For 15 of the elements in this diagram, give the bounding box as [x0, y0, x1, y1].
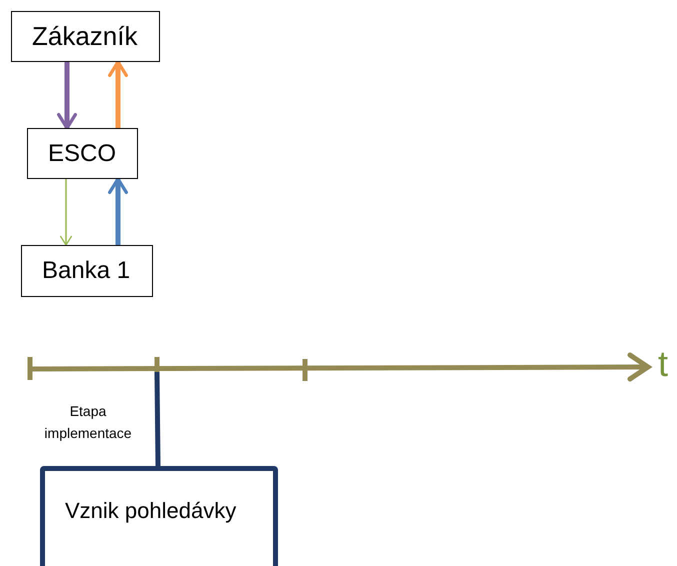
- box-label: Vznik pohledávky: [64, 496, 236, 525]
- arrow: [57, 62, 77, 130]
- arrow: [108, 60, 128, 128]
- box-label: Banka 1: [41, 256, 130, 286]
- arrow: [60, 179, 72, 246]
- leader-line: [154, 372, 160, 466]
- arrow: [108, 177, 128, 245]
- box-label: Zákazník: [31, 20, 138, 53]
- phase-label: Etapa implementace: [43, 402, 133, 443]
- box-label: ESCO: [47, 138, 116, 168]
- text-box: [27, 128, 138, 179]
- text-box: [40, 466, 278, 566]
- axis-label: t: [658, 346, 668, 382]
- text-box: [11, 11, 160, 62]
- text-box: [21, 245, 153, 297]
